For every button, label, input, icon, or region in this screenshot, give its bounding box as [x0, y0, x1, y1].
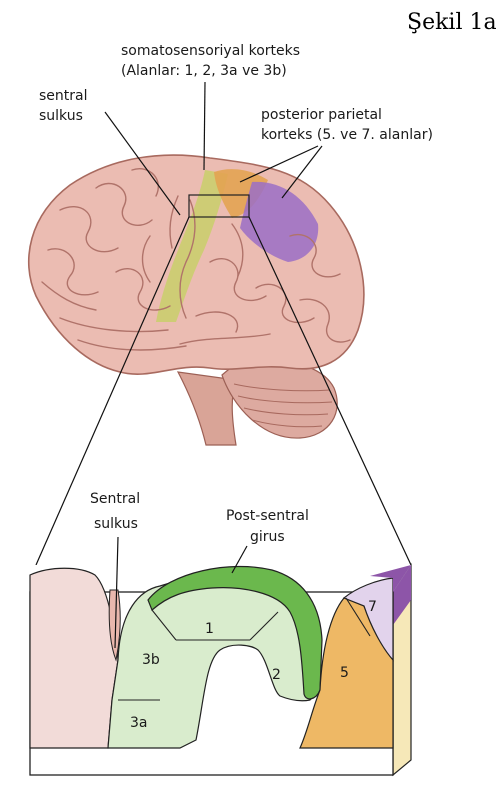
inset-region-pink [30, 568, 118, 748]
label-inset-sentral-line2: sulkus [94, 516, 138, 532]
label-somatosensory-line2: (Alanlar: 1, 2, 3a ve 3b) [121, 63, 287, 79]
label-inset-sentral-line1: Sentral [90, 491, 140, 507]
label-sentral-line1: sentral [39, 88, 88, 104]
label-somatosensory-line1: somatosensoriyal korteks [121, 43, 300, 59]
area-3b-label: 3b [142, 652, 160, 668]
brain-illustration [29, 155, 364, 445]
figure-title: Şekil 1a [407, 10, 497, 35]
area-2-label: 2 [272, 667, 281, 683]
label-sentral-line2: sulkus [39, 108, 83, 124]
label-parietal-line2: korteks (5. ve 7. alanlar) [261, 127, 433, 143]
area-5-label: 5 [340, 665, 349, 681]
inset-cross-section: 1 2 3b 3a 5 7 [30, 565, 411, 775]
area-3a-label: 3a [130, 715, 148, 731]
label-postcentral-line2: girus [250, 529, 285, 545]
area-1-label: 1 [205, 621, 214, 637]
area-7-label: 7 [368, 599, 377, 615]
label-parietal-line1: posterior parietal [261, 107, 382, 123]
label-postcentral-line1: Post-sentral [226, 508, 309, 524]
